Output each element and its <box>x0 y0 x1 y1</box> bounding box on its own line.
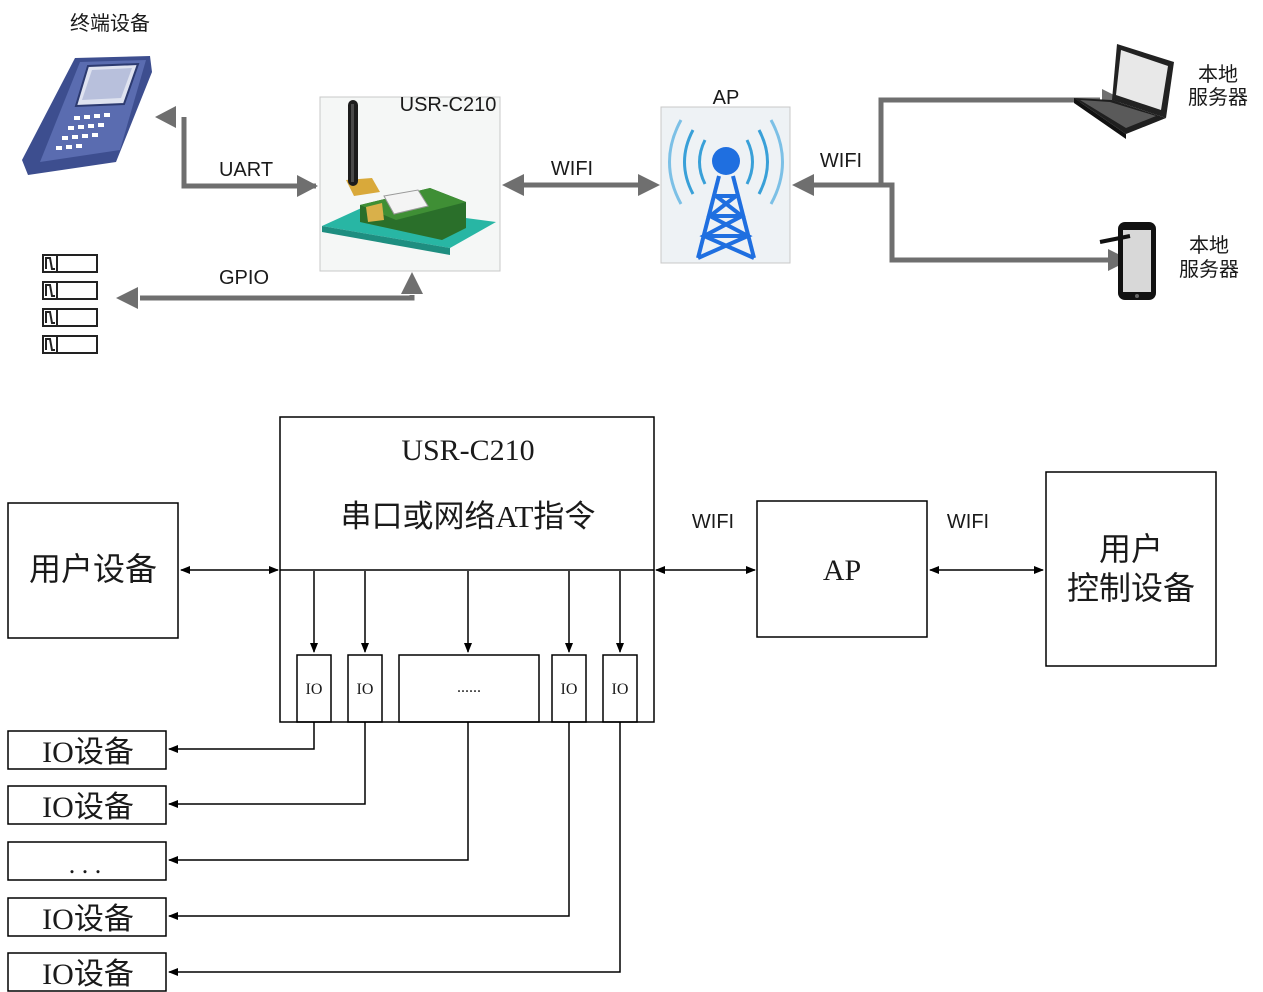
control-device-line2: 控制设备 <box>1067 570 1195 606</box>
io-port-label: IO <box>357 681 374 698</box>
io-device-label: IO设备 <box>42 736 134 769</box>
wifi-left-label: WIFI <box>551 158 593 180</box>
bottom-diagram: 用户设备 USR-C210 串口或网络AT指令 IO IO ...... IO … <box>7 416 1217 992</box>
io-device-label: . . . <box>69 850 102 879</box>
control-device-line1: 用户 <box>1099 531 1163 567</box>
io-device-box <box>7 897 167 937</box>
io-device-box <box>7 952 167 992</box>
io-device-box <box>7 785 167 825</box>
module-subtitle: 串口或网络AT指令 <box>341 499 596 534</box>
io-devices <box>7 730 167 992</box>
server2-line2: 服务器 <box>1179 258 1239 281</box>
wifi-right-label: WIFI <box>820 150 862 172</box>
tablet-icon <box>1099 222 1156 300</box>
gpio-arrow <box>140 295 415 301</box>
terminal-device-label: 终端设备 <box>70 12 150 35</box>
handheld-terminal-icon <box>22 56 152 175</box>
uart-arrow <box>181 117 316 189</box>
server2-line1: 本地 <box>1189 234 1229 257</box>
io-device-label: IO设备 <box>42 903 134 936</box>
user-device-box <box>7 502 179 639</box>
laptop-icon <box>1074 44 1174 139</box>
io-port-label: ...... <box>457 679 481 696</box>
io-port-box <box>398 654 540 723</box>
io-device-label: IO设备 <box>42 791 134 824</box>
usr-c210-module-picture <box>319 96 501 272</box>
bus-down-arrows <box>310 571 624 653</box>
wifi-right-label-bottom: WIFI <box>947 511 989 533</box>
io-port-label: IO <box>306 681 323 698</box>
module-title: USR-C210 <box>401 434 534 467</box>
user-device-label: 用户设备 <box>29 551 157 587</box>
ap-label: AP <box>713 87 740 109</box>
io-device-box <box>7 841 167 881</box>
top-diagram: 终端设备 UART <box>22 12 1248 354</box>
io-connection-lines <box>168 722 621 976</box>
io-port-label: IO <box>612 681 629 698</box>
access-point-icon <box>660 106 791 264</box>
module-label: USR-C210 <box>400 94 497 116</box>
gpio-devices-icon <box>42 254 98 354</box>
io-port-label: IO <box>561 681 578 698</box>
wifi-right-branch-lines <box>812 97 1108 263</box>
gpio-label: GPIO <box>219 267 269 289</box>
uart-label: UART <box>219 159 273 181</box>
server1-line1: 本地 <box>1198 63 1238 86</box>
io-device-label: IO设备 <box>42 958 134 991</box>
control-device-box <box>1045 471 1217 667</box>
server1-line2: 服务器 <box>1188 86 1248 109</box>
ap-box <box>756 500 928 638</box>
ap-box-label: AP <box>823 554 861 587</box>
wifi-left-label-bottom: WIFI <box>692 511 734 533</box>
io-device-box <box>7 730 167 770</box>
